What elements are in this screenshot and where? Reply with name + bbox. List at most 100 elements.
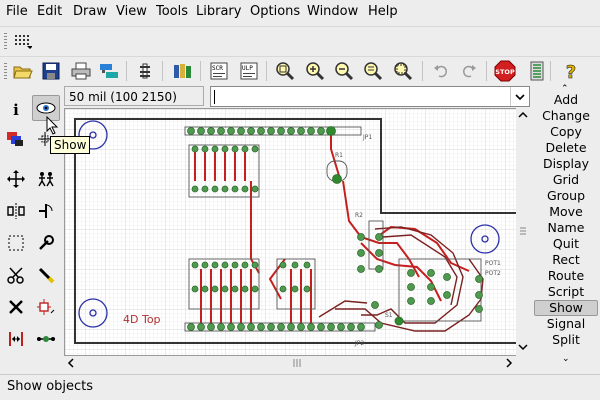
zoom-out-icon[interactable] <box>333 60 355 82</box>
scroll-up-icon <box>518 111 528 118</box>
ulp-icon[interactable]: ULP <box>238 60 260 82</box>
menu-view[interactable]: View <box>116 4 147 19</box>
command-show[interactable]: Show <box>534 300 598 316</box>
svg-text:SCR: SCR <box>212 65 223 72</box>
part-label-pot1: POT1 <box>485 260 501 267</box>
command-change[interactable]: Change <box>542 108 590 123</box>
display-layers-icon[interactable] <box>2 126 30 152</box>
command-display[interactable]: Display <box>542 156 590 171</box>
layer-label: 4D Top <box>123 313 161 326</box>
command-toolbar: i <box>0 90 64 360</box>
scroll-down-icon <box>518 344 528 351</box>
part-label-r1: R1 <box>335 152 343 159</box>
menu-draw[interactable]: Draw <box>73 4 107 19</box>
change-wrench-icon[interactable] <box>32 230 60 256</box>
board-canvas[interactable]: 4D Top JP1 JP2 POT1 POT2 R1 R2 S1 <box>64 108 530 356</box>
command-add[interactable]: Add <box>553 92 579 107</box>
help-icon[interactable]: ? <box>560 60 582 82</box>
command-grid[interactable]: Grid <box>552 172 580 187</box>
menu-library[interactable]: Library <box>196 4 242 19</box>
part-label-s1: S1 <box>385 312 393 319</box>
mounting-hole <box>78 120 500 328</box>
mirror-icon[interactable] <box>2 198 30 224</box>
silkscreen <box>184 126 482 332</box>
stop-label: STOP <box>495 68 515 76</box>
command-move[interactable]: Move <box>549 204 583 219</box>
command-split[interactable]: Split <box>552 332 580 347</box>
command-line-input[interactable] <box>210 86 530 107</box>
paste-icon[interactable] <box>32 262 60 288</box>
menu-tools[interactable]: Tools <box>156 4 189 19</box>
show-eye-icon[interactable] <box>32 95 60 121</box>
command-script[interactable]: Script <box>547 284 585 299</box>
menu-bar: File Edit Draw View Tools Library Option… <box>0 0 600 24</box>
chevron-up-icon[interactable]: ⌃ <box>561 84 569 94</box>
menu-window[interactable]: Window <box>307 4 359 19</box>
trace-bottom <box>318 226 484 332</box>
command-rect[interactable]: Rect <box>552 252 580 267</box>
text-caret <box>214 90 215 104</box>
svg-text:ULP: ULP <box>242 65 253 72</box>
chevron-down-icon[interactable]: ⌄ <box>562 354 570 364</box>
svg-text:?: ? <box>566 62 576 81</box>
redo-icon[interactable] <box>458 60 480 82</box>
copy-icon[interactable] <box>32 166 60 192</box>
open-icon[interactable] <box>12 60 34 82</box>
menu-help[interactable]: Help <box>368 4 398 19</box>
delete-icon[interactable] <box>2 294 30 320</box>
command-list: ⌃ Add Change Copy Delete Display Grid Gr… <box>532 84 600 370</box>
menu-file[interactable]: File <box>6 4 28 19</box>
rotate-icon[interactable] <box>32 198 60 224</box>
vertical-scrollbar[interactable] <box>516 108 530 356</box>
mouse-cursor-icon <box>46 116 59 135</box>
toolbar-grip[interactable] <box>4 33 7 49</box>
replace-icon[interactable] <box>32 326 60 352</box>
horizontal-scrollbar[interactable] <box>64 356 530 370</box>
pinswap-icon[interactable] <box>2 326 30 352</box>
action-toolbar: SCR ULP STOP ? <box>0 56 600 85</box>
mark-icon[interactable] <box>32 126 60 152</box>
scroll-thumb-grip <box>293 359 301 367</box>
menu-options[interactable]: Options <box>250 4 301 19</box>
scroll-left-icon <box>67 358 74 368</box>
undo-icon[interactable] <box>430 60 452 82</box>
status-bar: Show objects <box>0 374 600 400</box>
cam-icon[interactable] <box>98 60 120 82</box>
grid-icon[interactable] <box>12 30 34 52</box>
script-icon[interactable]: SCR <box>208 60 230 82</box>
library-icon[interactable] <box>172 60 194 82</box>
cut-scissors-icon[interactable] <box>2 262 30 288</box>
add-part-icon[interactable] <box>32 294 60 320</box>
layer-icon[interactable] <box>134 60 156 82</box>
command-group[interactable]: Group <box>546 188 586 203</box>
command-route[interactable]: Route <box>547 268 585 283</box>
coordinate-display: 50 mil (100 2150) <box>64 86 204 106</box>
board-drawing: 4D Top JP1 JP2 POT1 POT2 R1 R2 S1 <box>65 109 529 355</box>
toolbar-grip[interactable] <box>4 63 7 79</box>
command-name[interactable]: Name <box>547 220 585 235</box>
drc-icon[interactable] <box>526 60 548 82</box>
part-label-r2: R2 <box>355 212 363 219</box>
save-icon[interactable] <box>40 60 62 82</box>
zoom-select-icon[interactable] <box>392 60 414 82</box>
pad <box>187 126 483 331</box>
tooltip: Show <box>50 136 91 154</box>
svg-text:i: i <box>13 101 19 118</box>
part-label-jp1: JP1 <box>362 134 372 141</box>
chevron-down-icon[interactable] <box>510 87 529 106</box>
stop-icon[interactable]: STOP <box>494 60 516 82</box>
command-quit[interactable]: Quit <box>552 236 580 251</box>
move-icon[interactable] <box>2 166 30 192</box>
group-icon[interactable] <box>2 230 30 256</box>
part-label-pot2: POT2 <box>485 270 501 277</box>
command-signal[interactable]: Signal <box>546 316 586 331</box>
zoom-in-icon[interactable] <box>304 60 326 82</box>
menu-edit[interactable]: Edit <box>37 4 63 19</box>
command-copy[interactable]: Copy <box>550 124 582 139</box>
print-icon[interactable] <box>70 60 92 82</box>
zoom-redraw-icon[interactable] <box>362 60 384 82</box>
zoom-fit-icon[interactable] <box>274 60 296 82</box>
part-label-jp2: JP2 <box>354 340 364 347</box>
info-icon[interactable]: i <box>2 96 30 122</box>
command-delete[interactable]: Delete <box>545 140 587 155</box>
